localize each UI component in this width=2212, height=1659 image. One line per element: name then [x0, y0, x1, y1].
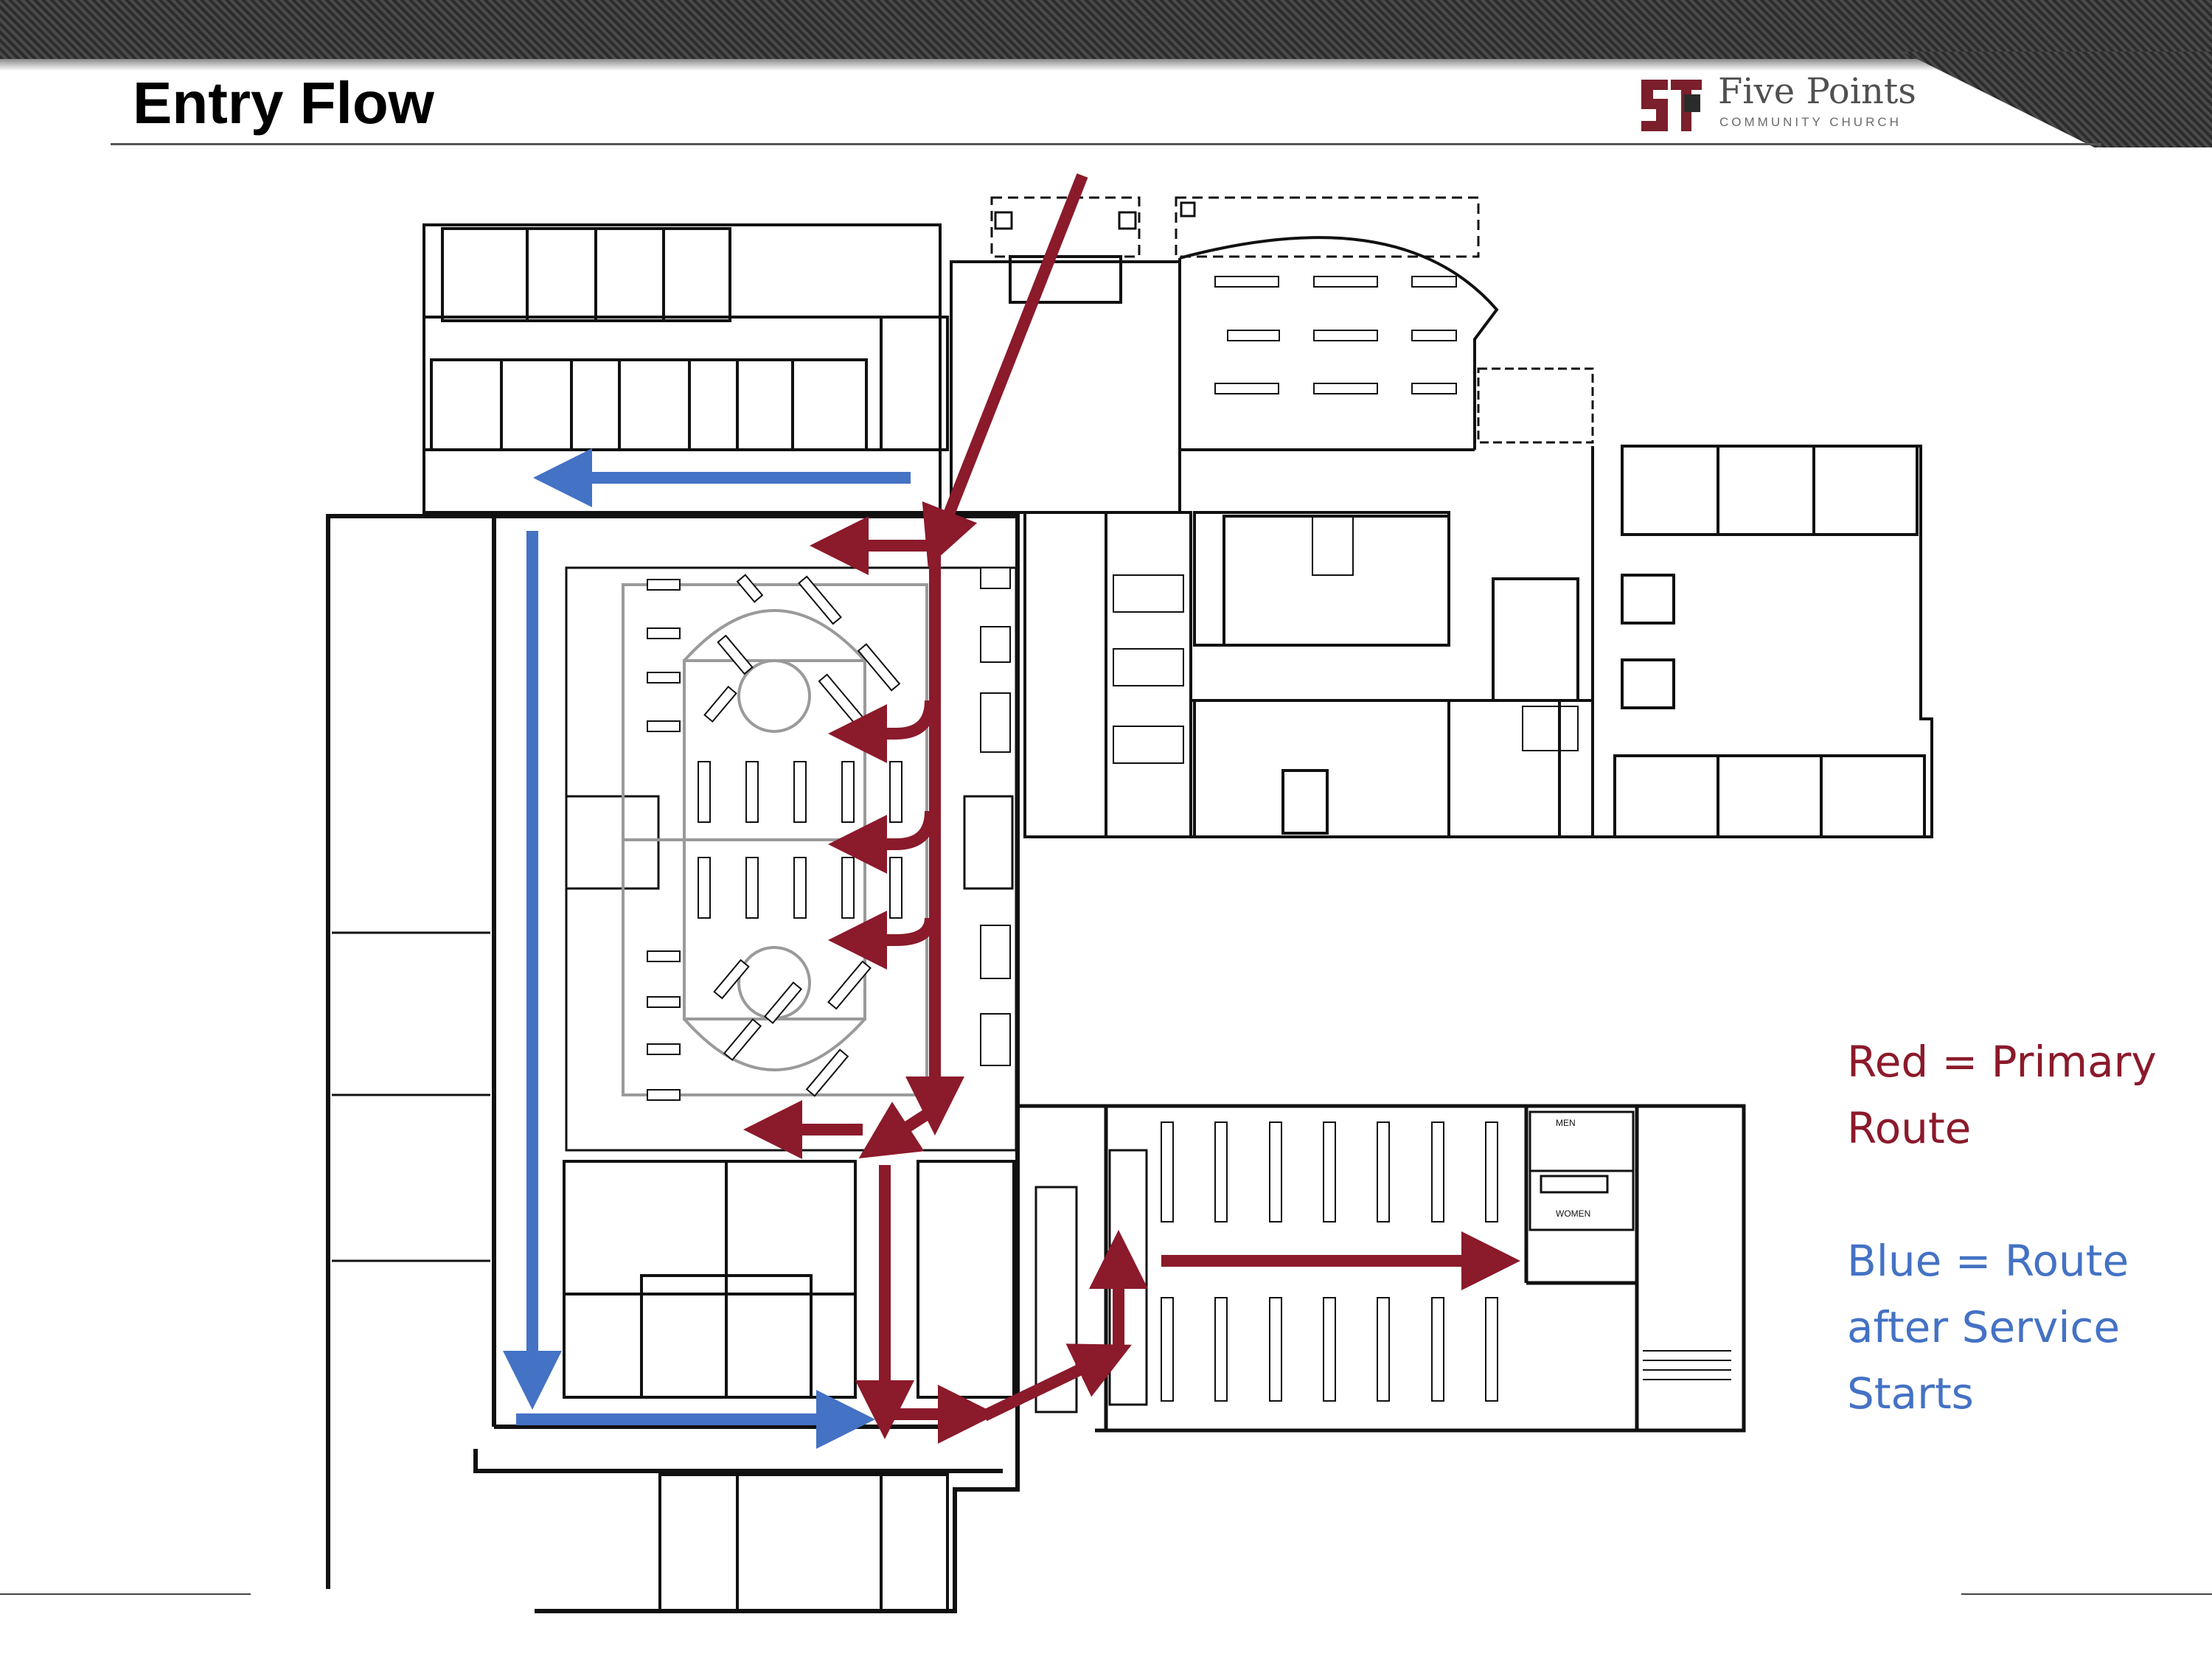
red-route-branch-1: [828, 700, 936, 763]
east-classroom-wing: [1023, 445, 1933, 838]
north-office-wing: [422, 223, 949, 514]
footer-rule-right: [1961, 1593, 2212, 1595]
red-route-branch-2: [828, 810, 936, 874]
men-restroom-label: MEN: [1556, 1118, 1576, 1128]
service-route-arrows: [503, 448, 911, 1449]
red-route-arrow-to-chapel: [981, 1343, 1132, 1422]
church-logo: Five Points COMMUNITY CHURCH: [1638, 71, 1919, 134]
red-route-branch-3: [828, 911, 936, 970]
legend-red-line-2: Route: [1847, 1103, 1972, 1153]
legend-red-line-1: Red = Primary: [1847, 1037, 2157, 1087]
gym-interior: [565, 566, 1018, 1152]
chapel-annex: [1477, 367, 1594, 444]
header-shadow: [0, 59, 2212, 71]
legend-service-route: Blue = Route after Service Starts: [1847, 1228, 2201, 1427]
title-underline: [111, 143, 2101, 145]
header-texture-bar: [0, 0, 2212, 59]
logo-name: Five Points: [1718, 71, 1916, 112]
west-corridor-rooms: [332, 931, 490, 1262]
red-route-arrow-corner: [858, 1102, 934, 1159]
route-legend: Red = Primary Route Blue = Route after S…: [1847, 1029, 2201, 1427]
legend-blue-line-1: Blue = Route: [1847, 1236, 2129, 1286]
women-restroom-label: WOMEN: [1556, 1208, 1590, 1219]
gym-south-rooms: [563, 1160, 1015, 1613]
primary-route-arrows: [743, 173, 1520, 1444]
five-points-logo-icon: [1641, 80, 1702, 131]
south-stair: [1643, 1350, 1731, 1380]
slide-title: Entry Flow: [133, 70, 434, 136]
legend-blue-line-2: after Service: [1847, 1302, 2121, 1352]
gym-diagonal-chairs: [703, 574, 901, 1097]
chapel-seating: [1214, 276, 1457, 394]
red-route-entry-arrow: [922, 173, 1088, 567]
north-chapel: [1175, 196, 1499, 451]
gym-block: [326, 514, 1020, 1613]
entry-vestibule: [950, 196, 1181, 514]
east-wing-restrooms: [1113, 515, 1579, 764]
south-chapel-pews: [1161, 1121, 1498, 1402]
logo-subtitle: COMMUNITY CHURCH: [1719, 115, 1902, 129]
south-restrooms: [1528, 1110, 1635, 1231]
legend-blue-line-3: Starts: [1847, 1368, 1974, 1419]
legend-primary-route: Red = Primary Route: [1847, 1029, 2201, 1161]
footer-rule-left: [0, 1593, 251, 1595]
